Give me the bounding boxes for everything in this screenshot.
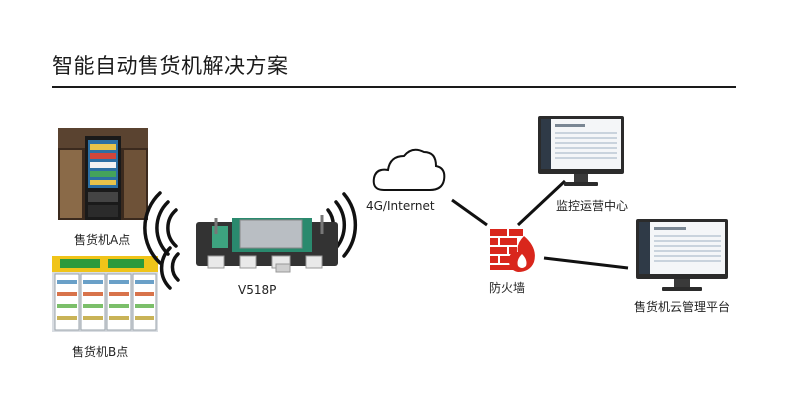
cloud-platform-label: 售货机云管理平台 xyxy=(634,300,731,314)
network-label: 4G/Internet xyxy=(366,199,435,213)
vending-machine-a-image xyxy=(58,128,148,220)
vending-a-label: 售货机A点 xyxy=(74,233,131,247)
firewall-label: 防火墙 xyxy=(489,281,526,295)
monitor-center-label: 监控运营中心 xyxy=(556,199,629,213)
line-firewall-platform xyxy=(543,256,629,270)
connection-lines xyxy=(451,179,629,270)
title-divider xyxy=(52,86,736,88)
line-firewall-monitor xyxy=(516,179,567,227)
firewall-icon xyxy=(490,229,535,272)
page-title: 智能自动售货机解决方案 xyxy=(52,54,289,78)
wireless-waves-left-icon xyxy=(143,191,180,290)
cloud-icon xyxy=(372,148,446,191)
cloud-platform-monitor-icon xyxy=(636,219,728,291)
gateway-board-image xyxy=(196,215,338,273)
monitor-center-icon xyxy=(538,116,624,186)
vending-b-label: 售货机B点 xyxy=(72,345,129,359)
line-cloud-firewall xyxy=(451,198,488,227)
gateway-label: V518P xyxy=(238,283,277,297)
vending-machine-b-image xyxy=(52,256,158,332)
